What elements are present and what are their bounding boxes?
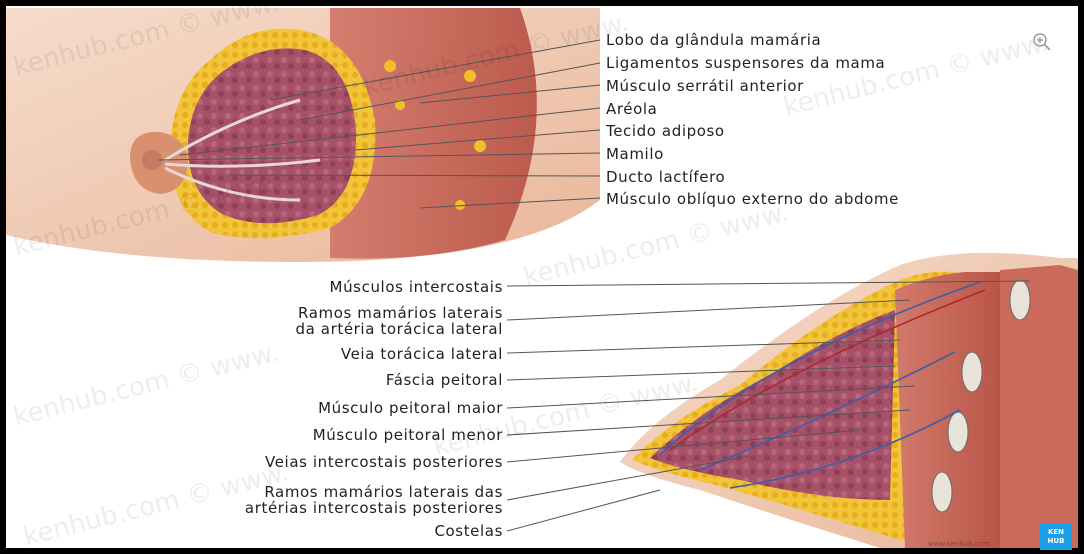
label-line: Ramos mamários laterais das [245,484,503,500]
magnifier-plus-icon[interactable] [1030,30,1054,54]
label-veias-intercostais: Veias intercostais posteriores [265,454,503,470]
label-musculo-peitoral-maior: Músculo peitoral maior [318,400,503,416]
label-line: da artéria torácica lateral [296,321,503,337]
logo-line: KEN [1040,528,1072,537]
label-line: Veia torácica lateral [341,346,503,362]
label-costelas: Costelas [434,523,503,539]
label-ducto-lactifero: Ducto lactífero [606,169,725,185]
label-line: Músculo peitoral maior [318,400,503,416]
credit-text: www.kenhub.com [928,540,990,548]
label-line: Costelas [434,523,503,539]
label-line: Músculo peitoral menor [313,427,503,443]
label-mamilo: Mamilo [606,146,664,162]
kenhub-logo: KEN HUB [1040,524,1072,550]
label-line: Fáscia peitoral [386,372,503,388]
label-musculos-intercostais: Músculos intercostais [330,279,503,295]
label-ligamentos-suspensores: Ligamentos suspensores da mama [606,55,885,71]
label-musculo-peitoral-menor: Músculo peitoral menor [313,427,503,443]
label-musculo-serratil: Músculo serrátil anterior [606,78,804,94]
label-tecido-adiposo: Tecido adiposo [606,123,725,139]
label-ramos-arteria-toracica: Ramos mamários laterais da artéria torác… [296,305,503,337]
logo-line: HUB [1040,537,1072,546]
label-lobo-glandula: Lobo da glândula mamária [606,32,821,48]
breast-frontal-view [6,8,600,262]
label-musculo-obliquo: Músculo oblíquo externo do abdome [606,191,899,207]
label-veia-toracica-lateral: Veia torácica lateral [341,346,503,362]
label-line: Veias intercostais posteriores [265,454,503,470]
label-line: Músculos intercostais [330,279,503,295]
label-fascia-peitoral: Fáscia peitoral [386,372,503,388]
label-line: artérias intercostais posteriores [245,500,503,516]
label-ramos-arterias-intercostais: Ramos mamários laterais das artérias int… [245,484,503,516]
label-line: Ramos mamários laterais [296,305,503,321]
label-areola: Aréola [606,101,657,117]
